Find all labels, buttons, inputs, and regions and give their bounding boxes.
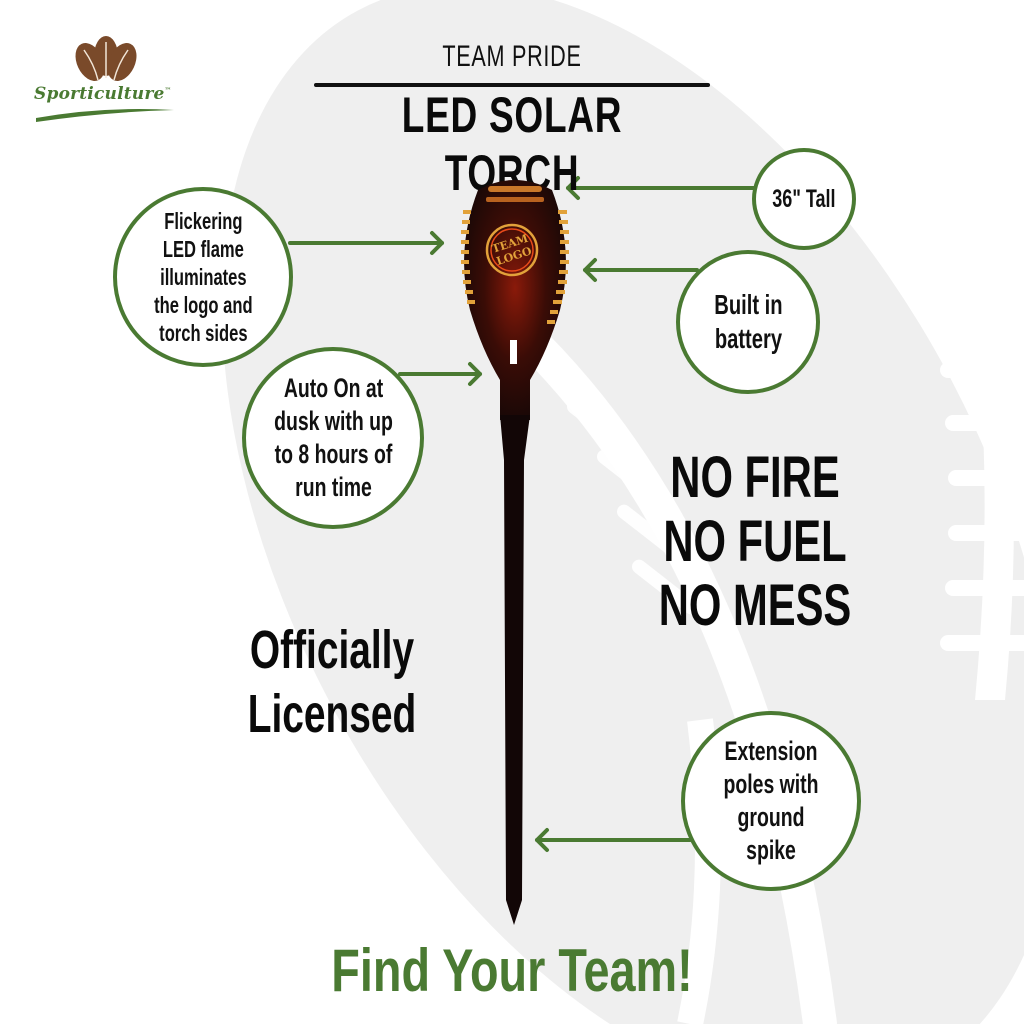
find-your-team-cta[interactable]: Find Your Team! [331, 937, 693, 1004]
football-laces [935, 215, 1024, 700]
brand-name: Sporticulture™ [34, 84, 172, 104]
brand-logo[interactable]: Sporticulture™ [28, 32, 178, 124]
brand-swoosh-icon [36, 109, 174, 122]
officially-licensed-text: Officially Licensed [247, 620, 417, 744]
no-fire-fuel-mess-list: NO FIRE NO FUEL NO MESS [654, 446, 856, 638]
callout-36-inch-tall: 36" Tall [752, 148, 856, 250]
feature-no-fire: NO FIRE [670, 445, 840, 510]
feature-no-fuel: NO FUEL [663, 509, 847, 574]
feature-no-mess: NO MESS [658, 573, 852, 638]
header-divider [314, 83, 710, 87]
football-leaves-icon [75, 36, 137, 81]
header-subtitle: TEAM PRIDE [442, 40, 582, 73]
page-title: LED SOLAR TORCH [401, 87, 623, 201]
